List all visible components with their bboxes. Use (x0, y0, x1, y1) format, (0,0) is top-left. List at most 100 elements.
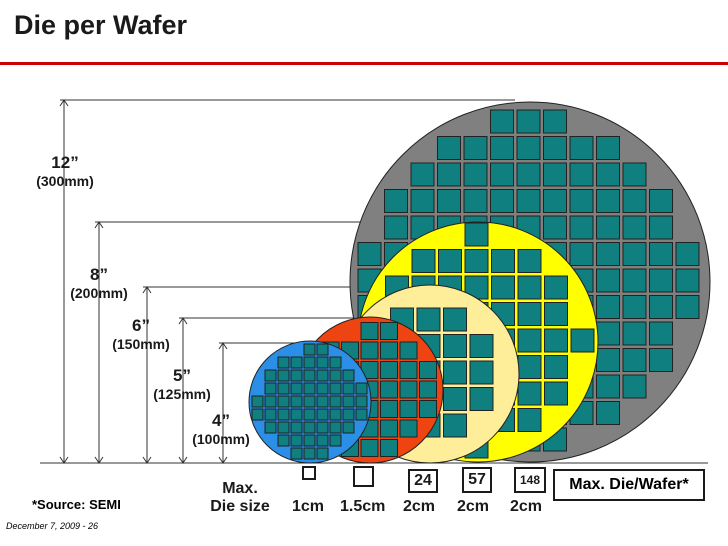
die (517, 355, 542, 379)
die (416, 307, 441, 332)
die (410, 189, 435, 213)
die (384, 215, 408, 240)
die (380, 439, 398, 457)
die (516, 189, 541, 213)
wafer-5in-inch: 5” (173, 366, 191, 385)
die (517, 381, 542, 406)
die (649, 348, 673, 372)
die (544, 275, 568, 300)
die (399, 380, 418, 399)
wafer-4in-mm: (100mm) (192, 431, 250, 447)
die (316, 434, 329, 447)
die (469, 360, 494, 385)
die (516, 136, 541, 160)
wafer-5in-mm: (125mm) (153, 386, 211, 402)
die (342, 382, 355, 395)
die (596, 136, 620, 160)
die (516, 162, 541, 187)
die (516, 109, 541, 134)
die (342, 421, 355, 434)
die (290, 421, 303, 434)
die (543, 136, 567, 160)
die (649, 215, 673, 240)
die (303, 382, 316, 395)
die (622, 295, 647, 319)
wafer-8in-label: 8” (200mm) (64, 265, 134, 301)
die (316, 356, 329, 369)
die (569, 242, 594, 266)
die-count-148: 148 (514, 467, 546, 493)
die (290, 447, 303, 460)
wafer-5in-label: 5” (125mm) (147, 366, 217, 402)
die-count-24: 24 (408, 469, 438, 493)
die (622, 348, 647, 372)
die (463, 136, 488, 160)
die (264, 408, 277, 421)
die (316, 343, 329, 356)
die (544, 381, 568, 406)
die (251, 395, 264, 408)
die (437, 136, 461, 160)
wafer-4in-dies (251, 343, 368, 460)
die (491, 275, 515, 300)
die (622, 321, 647, 346)
die (649, 242, 673, 266)
die (622, 162, 647, 187)
die (569, 136, 594, 160)
die (464, 249, 489, 273)
die (596, 268, 620, 293)
die (517, 249, 542, 273)
die (517, 328, 542, 353)
die (490, 189, 514, 213)
die (675, 268, 700, 293)
die (543, 189, 567, 213)
die (419, 400, 437, 418)
die (596, 215, 620, 240)
die-count-57: 57 (462, 467, 492, 493)
die (463, 162, 488, 187)
die-size-1cm-sample (302, 466, 316, 480)
die (316, 382, 329, 395)
wafer-8in-inch: 8” (90, 265, 108, 284)
die (596, 295, 620, 319)
die (384, 189, 408, 213)
die (469, 387, 494, 411)
die (303, 395, 316, 408)
die (380, 419, 398, 438)
die (419, 380, 437, 399)
die (469, 334, 494, 358)
die (410, 162, 435, 187)
die (490, 136, 514, 160)
die (277, 382, 290, 395)
die (443, 334, 467, 358)
die (380, 341, 398, 360)
die (316, 395, 329, 408)
die (264, 395, 277, 408)
die (303, 343, 316, 356)
die (569, 215, 594, 240)
die (316, 421, 329, 434)
die (649, 321, 673, 346)
die (290, 434, 303, 447)
wafer-12in-mm: (300mm) (36, 173, 94, 189)
die (443, 387, 467, 411)
max-die-size-label: Max. Die size (198, 480, 282, 516)
die (329, 356, 342, 369)
die (303, 408, 316, 421)
wafer-4in-inch: 4” (212, 411, 230, 430)
die (290, 382, 303, 395)
die (596, 374, 620, 399)
die (622, 189, 647, 213)
die (277, 369, 290, 382)
die (437, 162, 461, 187)
max-die-size-line1: Max. (222, 480, 258, 497)
die (290, 408, 303, 421)
die (675, 295, 700, 319)
die (649, 268, 673, 293)
die (491, 249, 515, 273)
footer-date: December 7, 2009 - 26 (6, 521, 99, 531)
legend-max-die-per-wafer: Max. Die/Wafer* (553, 469, 705, 501)
die (380, 400, 398, 418)
die (544, 328, 568, 353)
